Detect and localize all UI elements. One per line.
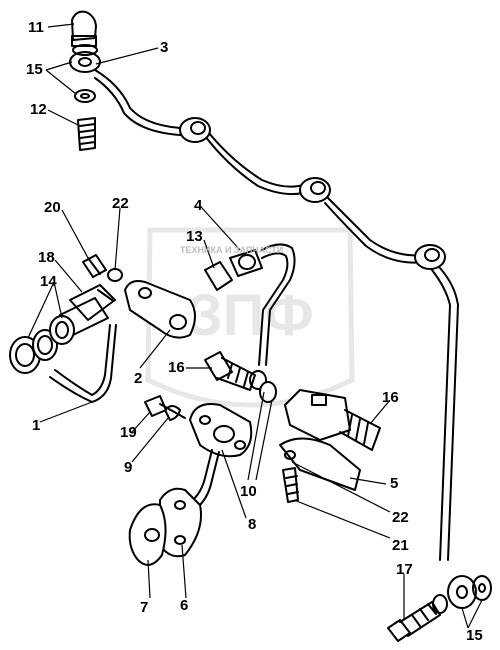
tee-block (284, 389, 381, 451)
callout-22: 22 (112, 195, 129, 212)
washer-9 (164, 405, 181, 421)
nozzle-fitting-13 (204, 249, 263, 291)
callout-16: 16 (382, 389, 399, 406)
screw-21 (282, 467, 299, 503)
callout-1: 1 (32, 417, 41, 434)
banjo-fitting (299, 177, 331, 203)
return-pipe-3 (94, 69, 459, 561)
injector-pipe-4 (258, 243, 296, 366)
callout-20: 20 (44, 199, 61, 216)
callout-5: 5 (390, 475, 399, 492)
bolt-17 (387, 601, 441, 642)
callout-2: 2 (134, 370, 143, 387)
seals-14 (9, 315, 75, 374)
callout-14: 14 (40, 273, 57, 290)
banjo-top (69, 44, 101, 73)
callout-6: 6 (180, 597, 189, 614)
callout-22: 22 (392, 509, 409, 526)
callout-15: 15 (26, 61, 43, 78)
callout-21: 21 (392, 537, 409, 554)
cap-nut-11 (71, 10, 97, 47)
bracket-5 (279, 437, 361, 491)
pipe-1 (49, 324, 117, 403)
bolt-20 (82, 254, 107, 278)
washer-15 (74, 89, 96, 103)
watermark-logo: ЗПФ (145, 227, 355, 408)
callout-10: 10 (240, 483, 257, 500)
callout-13: 13 (186, 228, 203, 245)
watermark-top-text: ТЕХНИКА И ЗАПЧАСТИ (180, 245, 283, 255)
callout-3: 3 (160, 39, 169, 56)
banjo-fitting (414, 244, 446, 270)
callout-4: 4 (194, 197, 203, 214)
flange-plate-2 (124, 280, 196, 339)
banjo-fitting (179, 117, 211, 143)
callout-12: 12 (30, 101, 47, 118)
callout-15: 15 (466, 627, 483, 644)
bolt-12 (77, 117, 96, 151)
leader-lines (27, 23, 483, 629)
callout-16: 16 (168, 359, 185, 376)
callout-19: 19 (120, 424, 137, 441)
washers-15 (432, 575, 492, 614)
bolt-16 (204, 351, 256, 391)
flange-8 (189, 403, 253, 458)
callout-17: 17 (396, 561, 413, 578)
callout-11: 11 (28, 19, 44, 36)
callout-18: 18 (38, 249, 55, 266)
callout-9: 9 (124, 459, 133, 476)
svg-text:ЗПФ: ЗПФ (186, 283, 314, 348)
seals-10 (249, 370, 277, 403)
gasket-7 (128, 503, 167, 566)
callout-8: 8 (248, 516, 257, 533)
washer-22 (107, 268, 123, 282)
callout-7: 7 (140, 599, 149, 616)
plate-6 (159, 487, 202, 558)
